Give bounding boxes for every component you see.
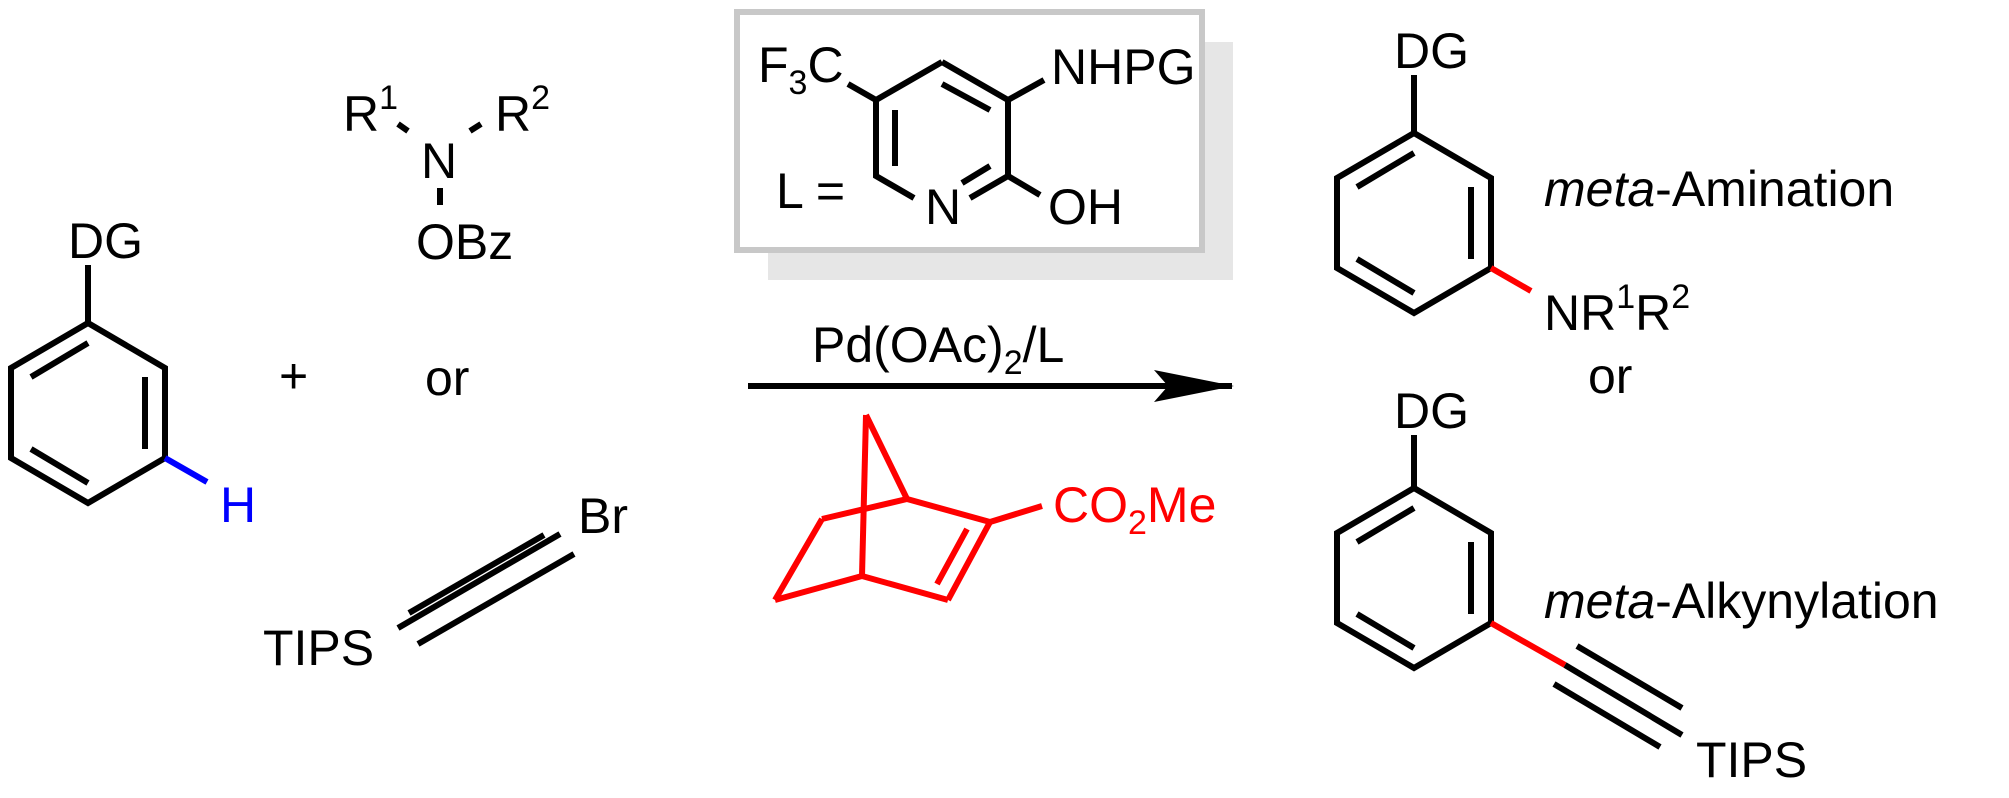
ligand-box-frame	[734, 9, 1205, 253]
ligand-structure: F3C NHPG L = N OH	[758, 37, 1195, 235]
mediator-ester-label: CO2Me	[1053, 477, 1216, 542]
new-csp-bond	[1489, 620, 1567, 668]
ligand-l-equals: L =	[776, 163, 845, 219]
ligand-cf3-label: F3C	[758, 37, 844, 102]
alkynylation-label: meta-Alkynylation	[1544, 573, 1939, 629]
amine-reagent-obz: OBz	[416, 214, 513, 270]
amination-nr1r2-label: NR1R2	[1544, 278, 1690, 341]
reactant-dg-label: DG	[68, 213, 143, 269]
alkynylation-dg-label: DG	[1394, 383, 1469, 439]
starting-arene: DG H	[8, 213, 256, 533]
amine-reagent-n: N	[421, 133, 457, 189]
plus-sign: +	[279, 348, 308, 404]
reactant-h-label: H	[220, 477, 256, 533]
alkynylation-tips-label: TIPS	[1696, 732, 1807, 788]
ligand-ring-n: N	[925, 179, 961, 235]
new-cn-bond	[1489, 265, 1533, 294]
bromoalkyne-tips: TIPS	[263, 620, 374, 676]
or-reagents: or	[425, 350, 469, 406]
or-products: or	[1588, 348, 1632, 404]
amine-reagent-r1: R1	[343, 79, 398, 142]
amination-dg-label: DG	[1394, 23, 1469, 79]
bromoalkyne-br: Br	[578, 488, 628, 544]
amine-reagent-r2: R2	[495, 79, 550, 142]
ligand-nhpg-label: NHPG	[1051, 39, 1195, 95]
amination-label: meta-Amination	[1544, 161, 1894, 217]
catalyst-label: Pd(OAc)2/L	[812, 317, 1064, 382]
norbornene-mediator	[772, 413, 1043, 603]
amine-reagent: R1 N R2 OBz	[343, 79, 550, 270]
ch-bond	[163, 455, 209, 485]
ligand-box: F3C NHPG L = N OH	[734, 9, 1233, 280]
product-amination: DG NR1R2 meta-Amination	[1334, 23, 1894, 341]
bromoalkyne-reagent: Br TIPS	[263, 488, 628, 676]
product-alkynylation: DG TIPS meta-Alkynylation	[1334, 383, 1939, 788]
ligand-oh-label: OH	[1048, 179, 1123, 235]
